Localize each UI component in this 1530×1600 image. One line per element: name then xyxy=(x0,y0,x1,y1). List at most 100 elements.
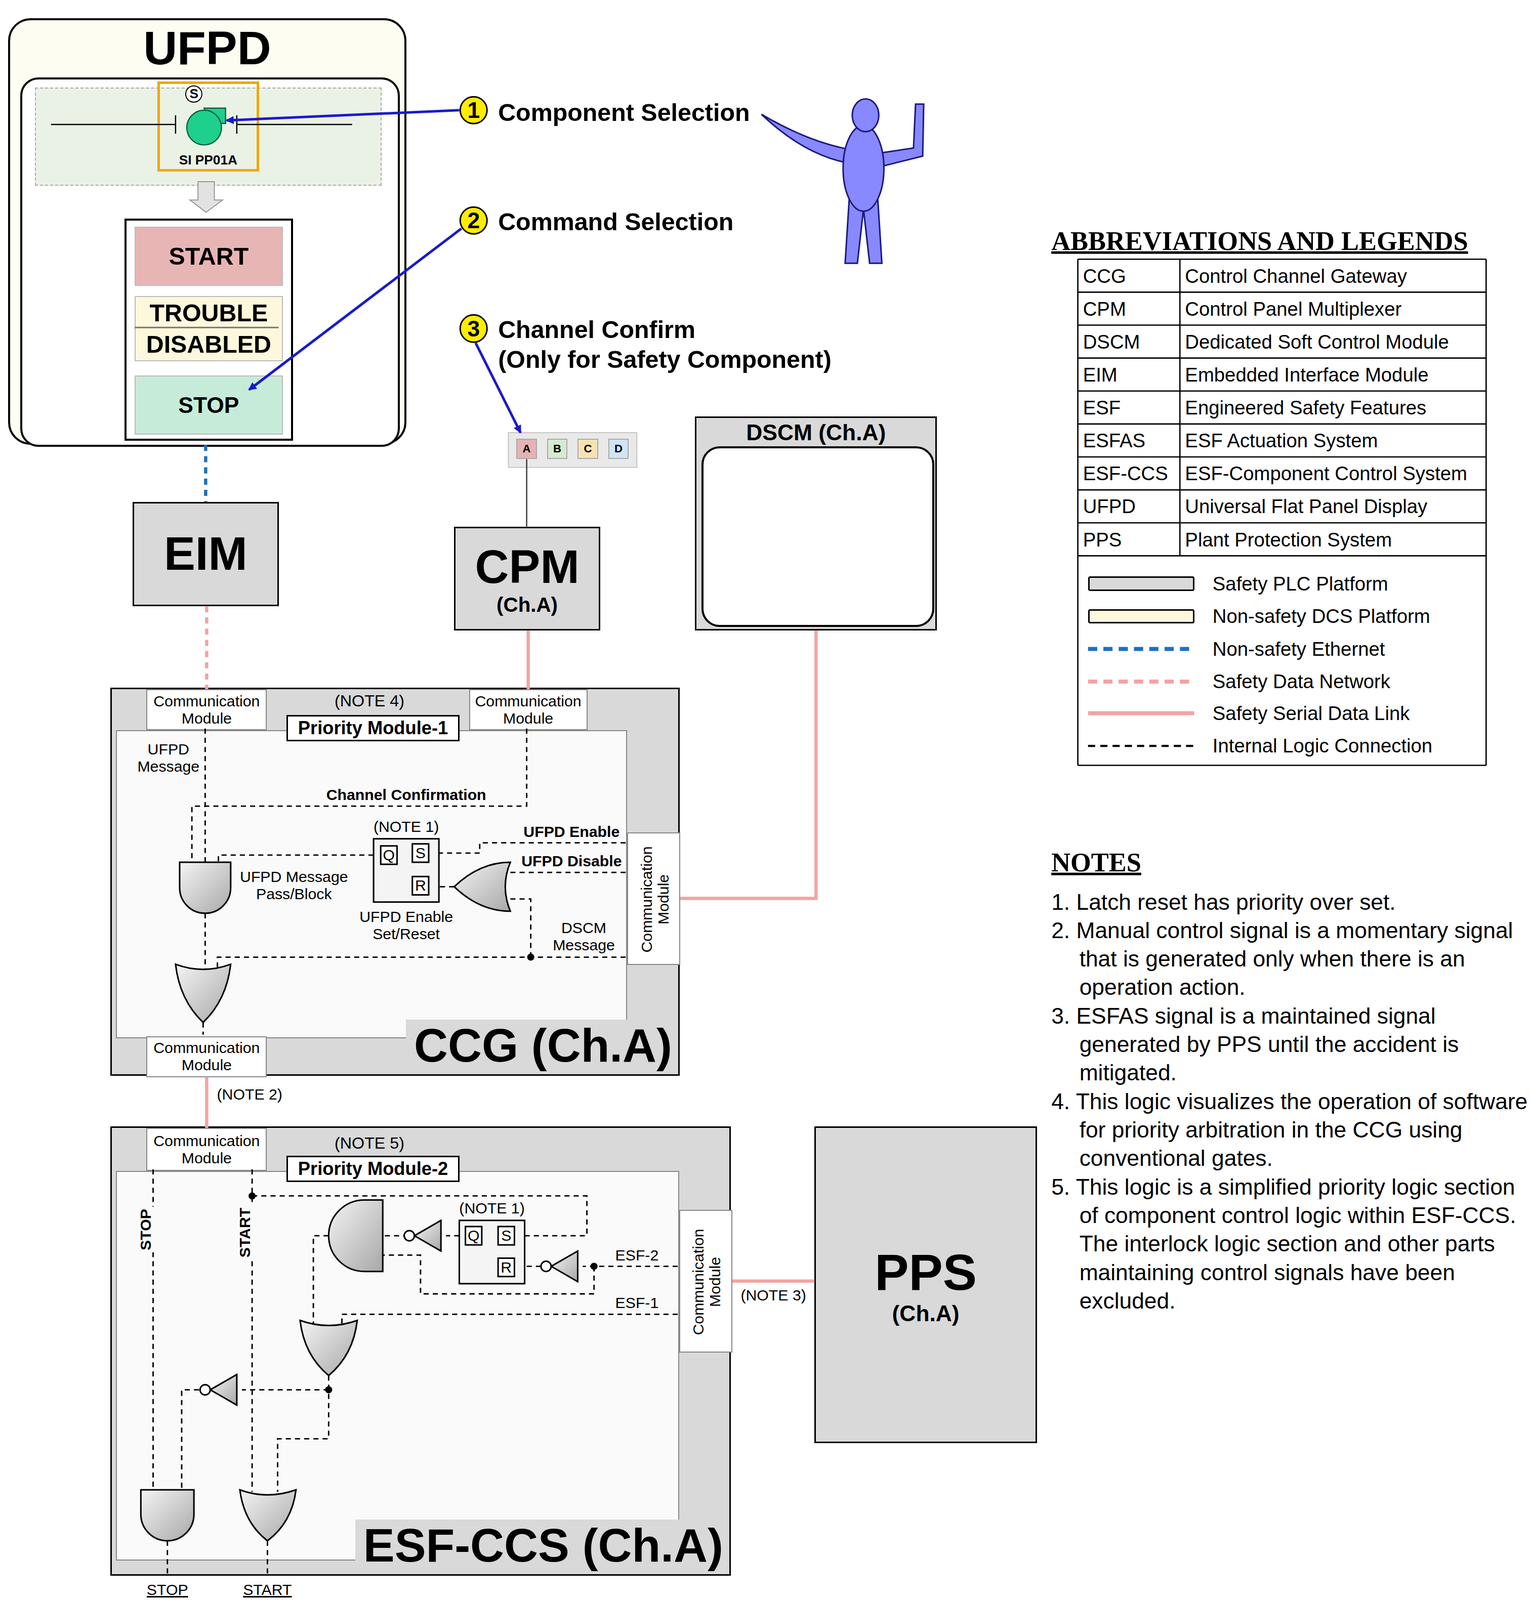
label-wrap: UFPD Message xyxy=(131,741,205,776)
label-wrap: DSCM xyxy=(1083,331,1141,353)
label-wrap: Plant Protection System xyxy=(1184,528,1392,551)
connector xyxy=(204,1077,209,1129)
ccg-logic xyxy=(202,1022,204,1036)
ccg-logic xyxy=(504,872,626,874)
junction-dot xyxy=(527,953,535,961)
label-wrap: 1 xyxy=(459,96,488,125)
text-area: Priority Module-1 xyxy=(286,715,461,742)
legend-line-samples xyxy=(1088,679,1195,684)
channel-button: A xyxy=(516,438,537,460)
ccg-logic xyxy=(217,957,627,975)
connector xyxy=(680,630,816,899)
table-cell: Embedded Interface Module xyxy=(1184,363,1429,386)
note-text: 1. Latch reset has priority over set. xyxy=(1051,888,1530,917)
legend-text: Safety PLC Platform xyxy=(1212,572,1389,595)
node-text: C xyxy=(584,442,593,456)
legend-swatch xyxy=(1088,609,1195,624)
text-area: Communication Module xyxy=(470,690,587,730)
ccs-logic xyxy=(342,1314,678,1325)
label: Q xyxy=(467,1227,480,1245)
label-wrap: DSCM Message xyxy=(543,919,625,955)
logic-module: Priority Module-2 xyxy=(115,1171,680,1561)
label: NOTES xyxy=(1051,847,1142,878)
table-cell: Dedicated Soft Control Module xyxy=(1184,331,1450,353)
label-wrap: NOTES xyxy=(1051,847,1142,878)
ccs-gates xyxy=(328,1200,383,1272)
node-text: Communication Module xyxy=(147,1039,266,1074)
legend-text: Internal Logic Connection xyxy=(1212,735,1433,758)
label-wrap: 2 xyxy=(459,205,488,235)
label-wrap: ESF Actuation System xyxy=(1184,430,1378,452)
node-text: (Ch.A) xyxy=(892,1301,960,1327)
node-text: PPS xyxy=(874,1244,977,1302)
table-cell: ESF xyxy=(1083,397,1121,420)
legend-line-samples xyxy=(1088,745,1195,748)
ccs-gates xyxy=(210,1374,237,1405)
label-wrap: Engineered Safety Features xyxy=(1184,397,1427,420)
ccs-gates xyxy=(465,1226,482,1246)
label-wrap: Component Selection xyxy=(498,98,750,127)
label: START xyxy=(242,1581,292,1599)
text-area: CPM(Ch.A) xyxy=(455,528,599,630)
node-text: (Ch.A) xyxy=(496,593,558,617)
divider xyxy=(134,326,279,329)
table-cell: PPS xyxy=(1083,528,1123,551)
operator-figure xyxy=(879,104,924,167)
label: Channel Confirmation xyxy=(324,786,489,804)
component-box: SI PP01A xyxy=(157,81,260,172)
ccs-logic xyxy=(445,1235,460,1237)
channel-button: B xyxy=(547,438,568,460)
label: STOP xyxy=(146,1581,189,1599)
text-area: PPS(Ch.A) xyxy=(815,1128,1036,1442)
text-area: C xyxy=(578,439,597,459)
text-area: Communication Module xyxy=(147,1129,266,1171)
ccs-gates xyxy=(199,1385,211,1396)
junction-dots xyxy=(324,1386,333,1394)
ccs-gates xyxy=(541,1261,552,1272)
label-wrap: PPS xyxy=(1083,528,1123,551)
legend-text: Safety Data Network xyxy=(1212,671,1391,693)
text-area: ESF-CCS (Ch.A) xyxy=(355,1519,730,1575)
legend-text: Non-safety DCS Platform xyxy=(1212,605,1431,628)
ccg-logic xyxy=(218,855,375,863)
text-area: DSCM (Ch.A) xyxy=(696,418,936,630)
label-wrap: Q xyxy=(383,846,396,864)
node-text: EIM xyxy=(163,527,248,581)
connector xyxy=(204,606,209,690)
label: ABBREVIATIONS AND LEGENDS xyxy=(1051,226,1468,257)
label-wrap: R xyxy=(500,1259,512,1277)
node-text: ESF-CCS (Ch.A) xyxy=(355,1519,730,1575)
label-wrap: (Only for Safety Component) xyxy=(498,345,832,374)
node-text: CPM xyxy=(475,541,580,594)
node-text: A xyxy=(522,442,531,456)
comm-module: Communication Module xyxy=(146,1128,267,1172)
logic-module: Priority Module-1 xyxy=(115,730,628,1039)
label-wrap: S xyxy=(415,844,426,862)
node-text: SI PP01A xyxy=(179,152,238,168)
text-area: START xyxy=(135,227,282,285)
label: ESF-2 xyxy=(615,1247,659,1265)
text-area: CCG (Ch.A) xyxy=(405,1019,679,1075)
label-wrap: Embedded Interface Module xyxy=(1184,363,1429,386)
node-text: B xyxy=(553,442,562,456)
module-box: CPM(Ch.A) xyxy=(453,526,600,632)
note-text: 5. This logic is a simplified priority l… xyxy=(1051,1173,1530,1316)
ccg-logic xyxy=(204,913,206,970)
ccg-logic xyxy=(502,899,531,958)
controller-box: CCG (Ch.A)Communication ModuleCommunicat… xyxy=(110,687,680,1076)
pump-symbol xyxy=(203,108,226,124)
label-wrap: Non-safety Ethernet xyxy=(1212,638,1386,660)
label: 1 xyxy=(459,96,488,125)
table-grid xyxy=(1078,259,1487,766)
label-wrap: START xyxy=(242,1581,292,1599)
label: UFPD Enable xyxy=(521,823,622,841)
label-wrap: EIM xyxy=(1083,363,1118,386)
edge-label: (NOTE 2) xyxy=(214,1086,284,1104)
ccs-gates xyxy=(300,1320,358,1376)
legend-swatch xyxy=(1088,576,1195,591)
text-area: EIM xyxy=(134,503,277,605)
node-text: CCG (Ch.A) xyxy=(405,1019,679,1075)
label-wrap: (NOTE 1) xyxy=(459,1200,525,1218)
table-cell: Control Panel Multiplexer xyxy=(1184,298,1402,320)
